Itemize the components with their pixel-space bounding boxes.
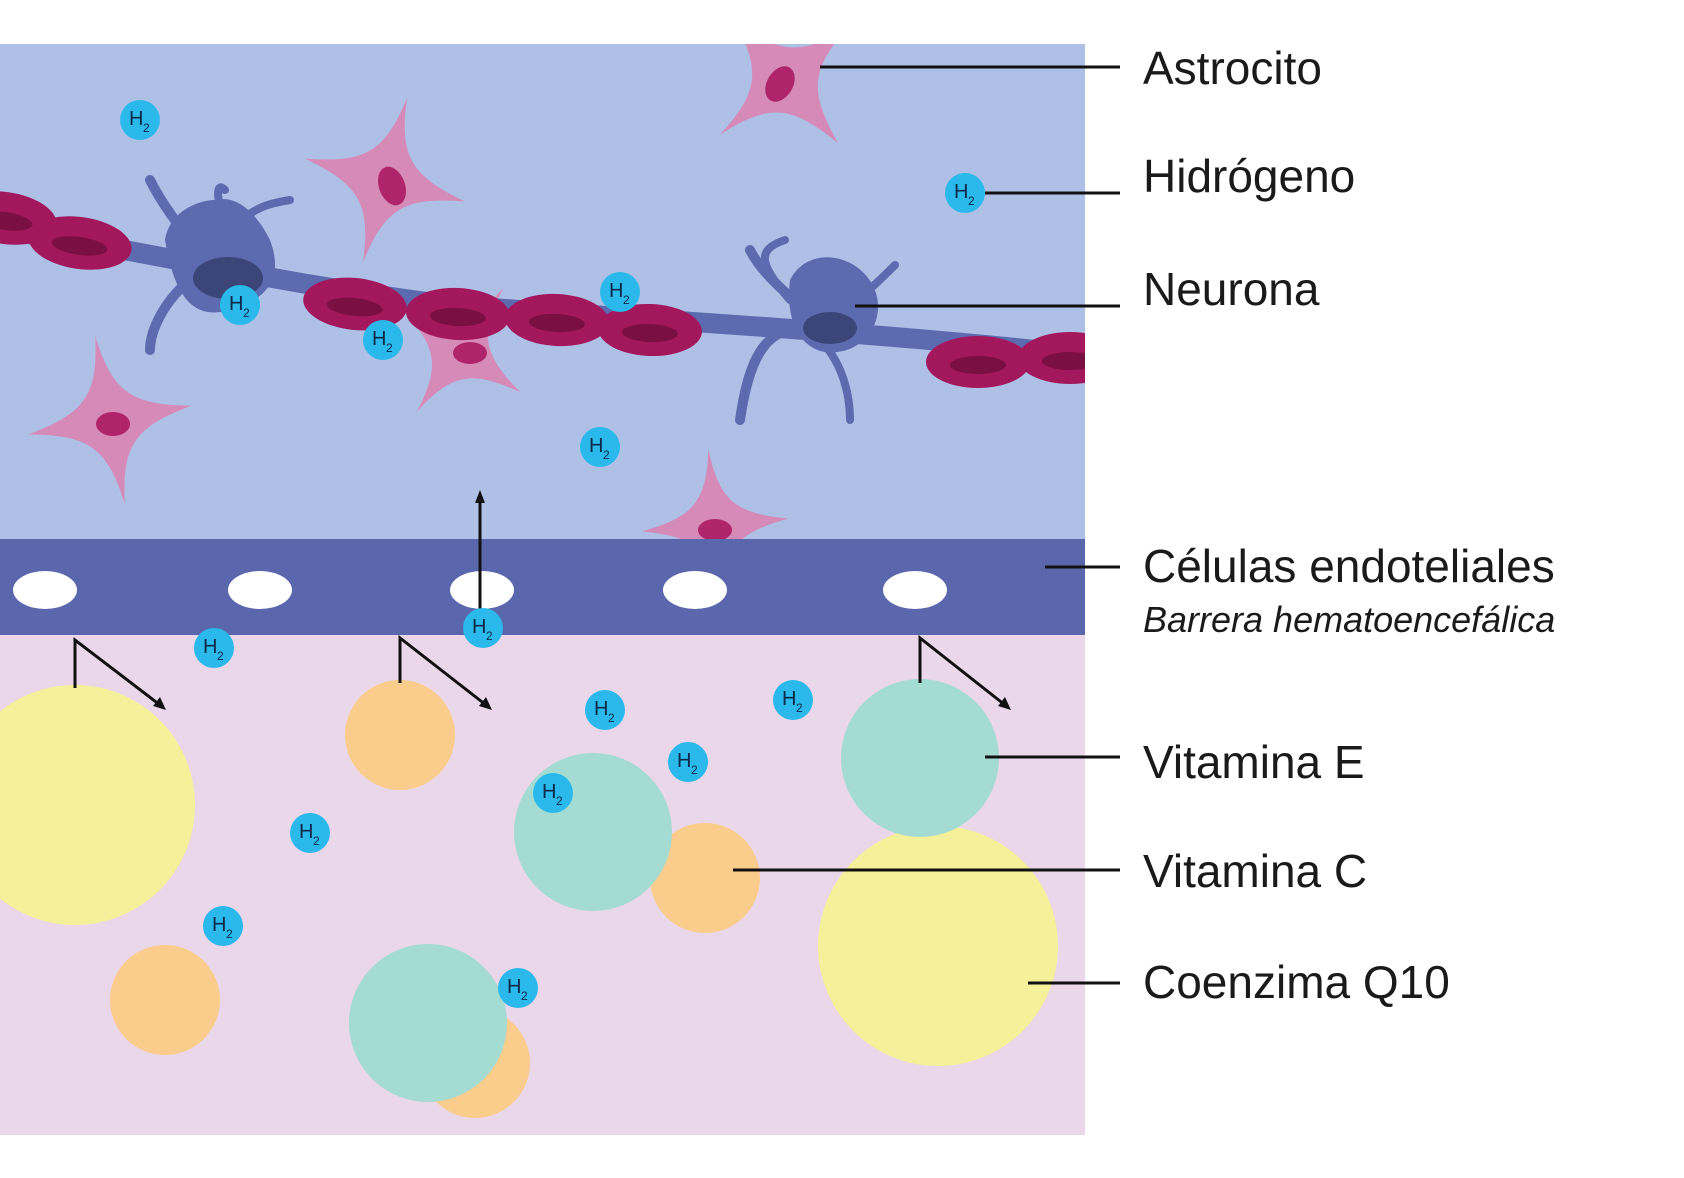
label-leader-lines (733, 65, 1120, 985)
astrocyte-nuclei (96, 66, 795, 539)
hydrogen-subscript: 2 (486, 629, 493, 643)
neuron-nucleus (803, 312, 857, 344)
hydrogen-circle (585, 690, 625, 730)
hydrogen-subscript: 2 (243, 306, 250, 320)
hydrogen-subscript: 2 (796, 701, 803, 715)
diagonal-arrow (73, 636, 166, 710)
hydrogen-symbol: H (609, 280, 623, 302)
hydrogen-symbol: H (129, 108, 143, 130)
vitamin-e-circle (514, 753, 672, 911)
hydrogen-circle (668, 742, 708, 782)
hydrogen-circle (120, 100, 160, 140)
hydrogen-circle (600, 272, 640, 312)
hydrogen-symbol: H (782, 688, 796, 710)
hydrogen-subscript: 2 (603, 448, 610, 462)
hydrogen-symbol: H (212, 914, 226, 936)
diagonal-arrow (918, 634, 1011, 710)
brain-tissue-region (0, 44, 1085, 539)
hydrogen-circle (220, 285, 260, 325)
diagram-labels: Astrocito Hidrógeno Neurona Células endo… (1143, 42, 1555, 1008)
hydrogen-subscript: 2 (623, 293, 630, 307)
label-barrera-hematoencefalica: Barrera hematoencefálica (1143, 599, 1555, 640)
vitamin-e-circle (841, 679, 999, 837)
hydrogen-symbol: H (299, 821, 313, 843)
hydrogen-circle (580, 427, 620, 467)
hydrogen-circle (945, 173, 985, 213)
hydrogen-subscript: 2 (217, 649, 224, 663)
vitamin-c-circle (345, 680, 455, 790)
hydrogen-symbol: H (542, 781, 556, 803)
hydrogen-subscript: 2 (521, 989, 528, 1003)
red-blood-cell (1018, 332, 1085, 384)
label-vitamina-c: Vitamina C (1143, 845, 1367, 897)
neuron (789, 257, 879, 353)
hydrogen-circle (498, 968, 538, 1008)
hydrogen-symbol: H (677, 750, 691, 772)
hydrogen-circle (363, 320, 403, 360)
hydrogen-symbol: H (594, 698, 608, 720)
vitamin-c-circle (650, 823, 760, 933)
hydrogen-symbol: H (589, 435, 603, 457)
hydrogen-symbol: H (229, 293, 243, 315)
vitamin-c-circle (110, 945, 220, 1055)
hydrogen-circle (773, 680, 813, 720)
label-vitamina-e: Vitamina E (1143, 736, 1365, 788)
label-celulas-endoteliales: Células endoteliales (1143, 540, 1555, 592)
hydrogen-circle (533, 773, 573, 813)
barrier-pores (13, 571, 947, 609)
label-astrocito: Astrocito (1143, 42, 1322, 94)
hydrogen-subscript: 2 (143, 121, 150, 135)
hydrogen-symbol: H (472, 616, 486, 638)
hydrogen-subscript: 2 (691, 763, 698, 777)
label-coenzima-q10: Coenzima Q10 (1143, 956, 1450, 1008)
hydrogen-subscript: 2 (556, 794, 563, 808)
vitamin-e-circle (349, 944, 507, 1102)
red-blood-cell (926, 336, 1030, 388)
diagonal-arrow (398, 634, 492, 710)
label-neurona: Neurona (1143, 263, 1320, 315)
hydrogen-circle (194, 628, 234, 668)
hydrogen-circle (463, 608, 503, 648)
hydrogen-symbol: H (203, 636, 217, 658)
hydrogen-subscript: 2 (608, 711, 615, 725)
hydrogen-symbol: H (372, 328, 386, 350)
antioxidant-molecules (0, 679, 1058, 1118)
hydrogen-circle (290, 813, 330, 853)
hydrogen-symbol: H (954, 181, 968, 203)
hydrogen-subscript: 2 (226, 927, 233, 941)
hydrogen-subscript: 2 (313, 834, 320, 848)
label-hidrogeno: Hidrógeno (1143, 150, 1355, 202)
hydrogen-circle (203, 906, 243, 946)
coenzyme-q10-circle (0, 685, 195, 925)
hydrogen-subscript: 2 (386, 341, 393, 355)
hydrogen-symbol: H (507, 976, 521, 998)
coenzyme-q10-circle (818, 826, 1058, 1066)
hydrogen-subscript: 2 (968, 194, 975, 208)
